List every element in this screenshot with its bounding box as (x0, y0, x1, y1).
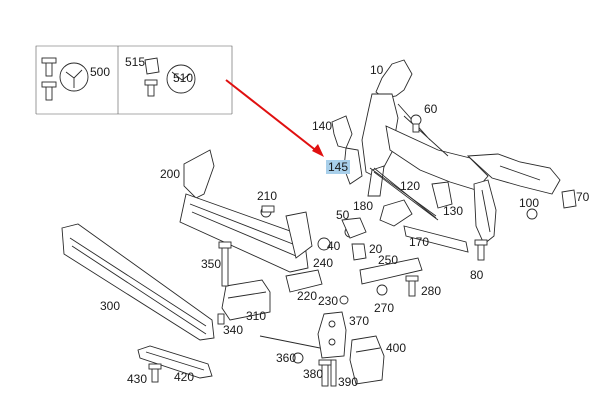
inset-panel (35, 45, 233, 115)
callout-350: 350 (201, 257, 221, 271)
screw-430 (148, 363, 162, 383)
callout-200: 200 (160, 167, 180, 181)
callout-380: 380 (303, 367, 323, 381)
strip-170 (403, 225, 469, 253)
bracket-310 (217, 279, 271, 325)
bracket-370 (317, 311, 347, 387)
cover-400 (349, 335, 385, 385)
callout-515: 515 (125, 55, 145, 69)
highlight-145 (326, 160, 350, 174)
fasteners-bottom (376, 275, 419, 297)
callout-230: 230 (318, 294, 338, 308)
callout-20: 20 (369, 242, 383, 256)
bracket-140 (331, 115, 363, 185)
callout-80: 80 (470, 268, 484, 282)
callout-270: 270 (374, 301, 394, 315)
screw-60 (410, 114, 422, 133)
bracket-180 (379, 199, 413, 227)
red-arrow (225, 79, 324, 157)
screw-210 (261, 205, 275, 213)
callout-300: 300 (100, 299, 120, 313)
callout-145: 145 (328, 160, 348, 174)
callout-310: 310 (246, 309, 266, 323)
bracket-130 (431, 181, 453, 209)
callout-120: 120 (400, 179, 420, 193)
callout-40: 40 (327, 239, 341, 253)
callout-170: 170 (409, 235, 429, 249)
side-member-200 (179, 149, 313, 273)
callout-370: 370 (349, 314, 369, 328)
callout-70: 70 (576, 190, 590, 204)
callout-420: 420 (174, 370, 194, 384)
callout-250: 250 (378, 253, 398, 267)
callout-360: 360 (276, 351, 296, 365)
callout-210: 210 (257, 189, 277, 203)
bolt-350 (218, 241, 232, 287)
part-500-icon (41, 57, 89, 101)
callout-340: 340 (223, 323, 243, 337)
callout-500: 500 (90, 65, 110, 79)
screw-360 (259, 335, 321, 364)
callout-510: 510 (173, 71, 193, 85)
fasteners-right (474, 189, 577, 261)
tow-eye-390 (318, 359, 332, 387)
rod-120 (373, 167, 437, 219)
absorber-420 (137, 345, 213, 379)
callout-430: 430 (127, 372, 147, 386)
callout-400: 400 (386, 341, 406, 355)
callout-390: 390 (338, 375, 358, 389)
callout-100: 100 (519, 196, 539, 210)
callout-60: 60 (424, 102, 438, 116)
callout-140: 140 (312, 119, 332, 133)
callout-180: 180 (353, 199, 373, 213)
bumper-beam-300 (61, 223, 215, 341)
callout-10: 10 (370, 63, 384, 77)
part-510-icon (144, 57, 196, 97)
callout-50: 50 (336, 208, 350, 222)
bar-250 (359, 257, 423, 285)
callout-240: 240 (313, 256, 333, 270)
callout-130: 130 (443, 204, 463, 218)
callout-280: 280 (421, 284, 441, 298)
bracket-220 (285, 269, 349, 305)
radiator-support-frame (361, 59, 561, 245)
callout-220: 220 (297, 289, 317, 303)
